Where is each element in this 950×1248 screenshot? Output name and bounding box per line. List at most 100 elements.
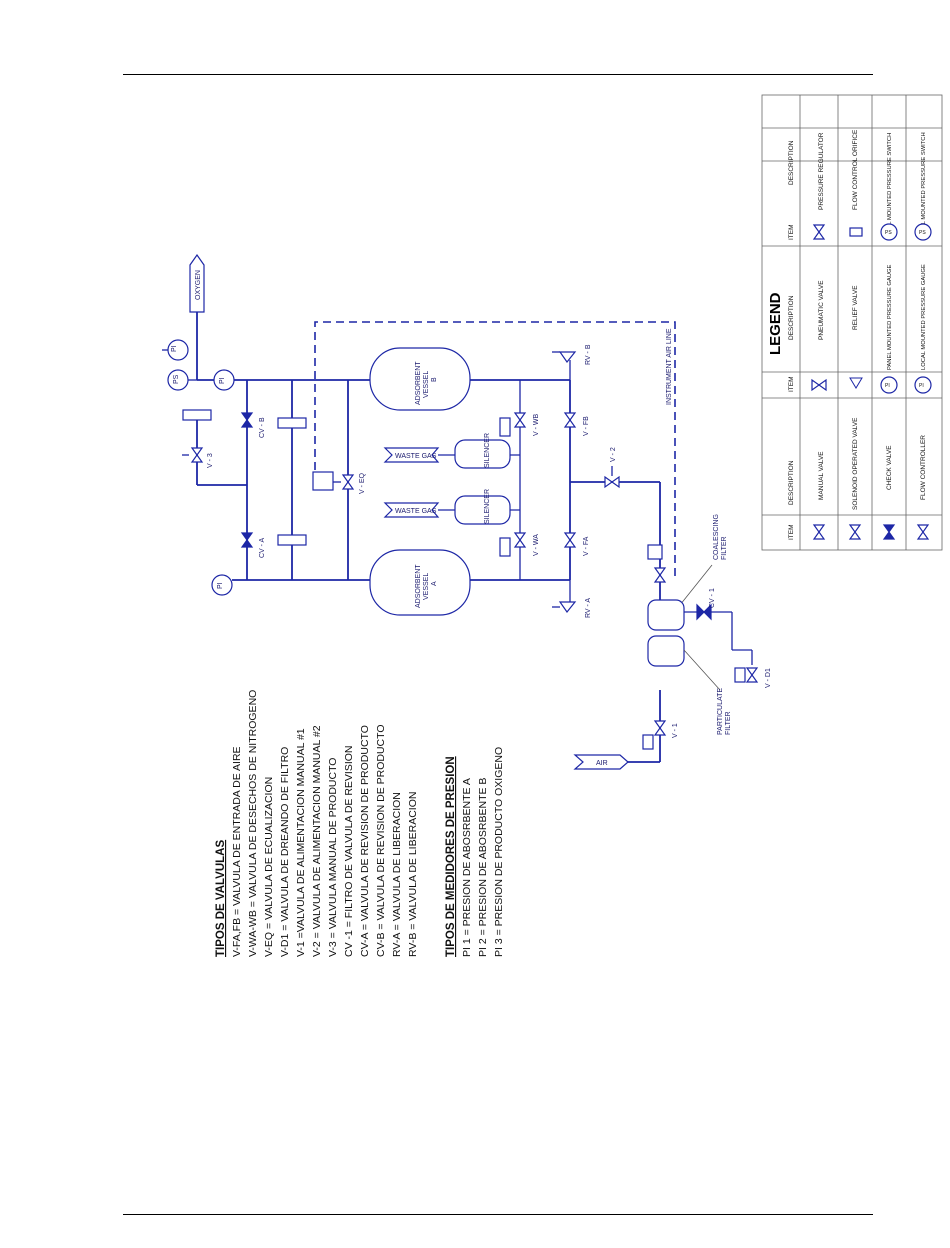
svg-text:PS: PS bbox=[173, 374, 180, 384]
svg-text:PI: PI bbox=[219, 377, 226, 384]
svg-text:ADSORBENT: ADSORBENT bbox=[415, 361, 422, 405]
svg-text:ITEM: ITEM bbox=[788, 224, 795, 240]
svg-text:V-2 = VALVULA DE ALIMENTACION: V-2 = VALVULA DE ALIMENTACION MANUAL #2 bbox=[311, 725, 323, 957]
valve-types-title: TIPOS DE VALVULAS bbox=[215, 840, 227, 957]
svg-text:CV -1 = FILTRO DE VALVULA DE R: CV -1 = FILTRO DE VALVULA DE REVISION bbox=[343, 745, 355, 957]
coalescing-filter-label: COALESCING bbox=[713, 514, 720, 560]
svg-text:V - EQ: V - EQ bbox=[359, 472, 366, 494]
svg-text:VESSEL: VESSEL bbox=[423, 371, 430, 398]
svg-text:V-D1 = VALVULA DE DREANDO DE F: V-D1 = VALVULA DE DREANDO DE FILTRO bbox=[279, 747, 291, 957]
svg-text:PI: PI bbox=[171, 345, 178, 352]
pi1-gauge: PI bbox=[211, 574, 233, 596]
svg-text:FLOW CONTROLLER: FLOW CONTROLLER bbox=[920, 435, 927, 500]
svg-text:PNEUMATIC VALVE: PNEUMATIC VALVE bbox=[818, 280, 825, 340]
svg-text:RELIEF VALVE: RELIEF VALVE bbox=[852, 285, 859, 330]
svg-text:WASTE GAS: WASTE GAS bbox=[395, 453, 437, 460]
particulate-filter-label: PARTICULATE bbox=[717, 688, 724, 735]
svg-text:PS: PS bbox=[885, 230, 892, 236]
pi3-gauge: PI bbox=[162, 339, 189, 361]
v-wb-valve: V - WB bbox=[499, 412, 540, 437]
svg-text:PANEL MOUNTED PRESSURE GAUGE: PANEL MOUNTED PRESSURE GAUGE bbox=[887, 265, 893, 370]
svg-text:PI: PI bbox=[885, 383, 890, 389]
svg-text:LOCAL MOUNTED PRESSURE SWITCH: LOCAL MOUNTED PRESSURE SWITCH bbox=[921, 132, 927, 240]
svg-text:V-FA,FB = VALVULA DE ENTRADA D: V-FA,FB = VALVULA DE ENTRADA DE AIRE bbox=[231, 746, 243, 957]
particulate-filter bbox=[647, 635, 685, 667]
v-fa-valve: V - FA bbox=[564, 532, 590, 556]
svg-text:RV - B: RV - B bbox=[585, 344, 592, 365]
svg-text:CV - B: CV - B bbox=[259, 417, 266, 438]
flow-orifice-top bbox=[182, 409, 212, 421]
top-rule bbox=[123, 74, 873, 75]
svg-text:ITEM: ITEM bbox=[788, 376, 795, 392]
svg-text:PS: PS bbox=[919, 230, 926, 236]
svg-text:CV-A = VALVULA DE REVISION DE: CV-A = VALVULA DE REVISION DE PRODUCTO bbox=[359, 725, 371, 957]
oxygen-label: OXYGEN bbox=[195, 270, 202, 300]
svg-text:CV - 1: CV - 1 bbox=[709, 588, 716, 608]
svg-text:PI 1 = PRESION DE ABOSRBENTE A: PI 1 = PRESION DE ABOSRBENTE A bbox=[461, 778, 473, 957]
svg-text:PANEL MOUNTED PRESSURE SWITCH: PANEL MOUNTED PRESSURE SWITCH bbox=[887, 133, 893, 240]
svg-text:DESCRIPTION: DESCRIPTION bbox=[788, 295, 795, 340]
vessel-a: ADSORBENT VESSEL A bbox=[369, 549, 471, 616]
svg-text:V-EQ = VALVULA DE ECUALIZACION: V-EQ = VALVULA DE ECUALIZACION bbox=[263, 777, 275, 957]
v-fb-valve: V - FB bbox=[564, 412, 590, 436]
silencer-b: SILENCER bbox=[454, 433, 511, 469]
svg-text:CV-B = VALVULA DE REVISION DE: CV-B = VALVULA DE REVISION DE PRODUCTO bbox=[375, 724, 387, 957]
pi2-gauge: PI bbox=[213, 369, 235, 391]
svg-text:PRESSURE REGULATOR: PRESSURE REGULATOR bbox=[818, 132, 825, 210]
svg-text:CV - A: CV - A bbox=[259, 537, 266, 558]
bottom-rule bbox=[123, 1214, 873, 1215]
svg-text:ITEM: ITEM bbox=[788, 524, 795, 540]
waste-gas-b: WASTE GAS WASTE GAS bbox=[383, 447, 455, 463]
cv1-check-valve: CV - 1 bbox=[696, 588, 716, 621]
vessel-b: ADSORBENT VESSEL B bbox=[369, 347, 471, 411]
svg-text:FLOW CONTROL ORIFICE: FLOW CONTROL ORIFICE bbox=[852, 129, 859, 210]
svg-text:V - WA: V - WA bbox=[533, 534, 540, 556]
svg-text:V-3 = VALVULA MANUAL DE PRODUC: V-3 = VALVULA MANUAL DE PRODUCTO bbox=[327, 758, 339, 957]
v2-valve: V - 2 bbox=[604, 447, 620, 488]
svg-text:DESCRIPTION: DESCRIPTION bbox=[788, 140, 795, 185]
gauge-types-notes: TIPOS DE MEDIDORES DE PRESION PI 1 = PRE… bbox=[445, 747, 505, 957]
svg-text:AIR: AIR bbox=[596, 760, 608, 767]
svg-text:SILENCER: SILENCER bbox=[484, 433, 491, 468]
svg-text:PI: PI bbox=[919, 383, 924, 389]
v-wa-valve: V - WA bbox=[499, 532, 540, 557]
legend-title: LEGEND bbox=[767, 292, 784, 355]
flow-orifice-low bbox=[277, 534, 307, 546]
v1-valve: V - 1 bbox=[642, 720, 679, 750]
svg-text:DESCRIPTION: DESCRIPTION bbox=[788, 460, 795, 505]
svg-text:PI 3 = PRESION DE PRODUCTO OXI: PI 3 = PRESION DE PRODUCTO OXIGENO bbox=[493, 747, 505, 957]
ps1-switch: PS bbox=[167, 369, 197, 391]
svg-text:V - 3: V - 3 bbox=[207, 453, 214, 468]
svg-text:V - D1: V - D1 bbox=[765, 668, 772, 688]
coalescing-filter-label-2: FILTER bbox=[721, 536, 728, 560]
gauge-types-title: TIPOS DE MEDIDORES DE PRESION bbox=[445, 756, 457, 957]
valve-types-notes: TIPOS DE VALVULAS V-FA,FB = VALVULA DE E… bbox=[215, 690, 419, 957]
svg-text:VESSEL: VESSEL bbox=[423, 573, 430, 600]
svg-text:V - WB: V - WB bbox=[533, 414, 540, 436]
v-d1-valve: V - D1 bbox=[734, 667, 772, 688]
svg-text:A: A bbox=[431, 581, 438, 586]
svg-text:V-WA-WB = VALVULA DE DESECHOS: V-WA-WB = VALVULA DE DESECHOS DE NITROGE… bbox=[247, 690, 259, 957]
waste-gas-a: WASTE GAS bbox=[383, 502, 455, 518]
svg-text:RV-A = VALVULA DE LIBERACION: RV-A = VALVULA DE LIBERACION bbox=[391, 792, 403, 957]
svg-text:WASTE GAS: WASTE GAS bbox=[395, 508, 437, 515]
cv-b-check-valve: CV - B bbox=[241, 412, 266, 438]
v-eq-valve: V - EQ bbox=[312, 471, 366, 494]
svg-text:LOCAL MOUNTED PRESSURE GAUGE: LOCAL MOUNTED PRESSURE GAUGE bbox=[921, 264, 927, 370]
coalescing-filter bbox=[647, 599, 685, 631]
svg-text:V - FB: V - FB bbox=[583, 416, 590, 436]
flow-orifice-mid bbox=[277, 417, 307, 429]
svg-text:V - 2: V - 2 bbox=[610, 447, 617, 462]
rv-b-relief: RV - B bbox=[552, 344, 592, 365]
svg-text:PI 2 = PRESION DE ABOSRBENTE B: PI 2 = PRESION DE ABOSRBENTE B bbox=[477, 778, 489, 957]
svg-text:V-1 =VALVULA DE ALIMENTACION M: V-1 =VALVULA DE ALIMENTACION MANUAL #1 bbox=[295, 728, 307, 957]
flow-controller-valve bbox=[647, 544, 666, 583]
cv-a-check-valve: CV - A bbox=[241, 532, 266, 558]
air-inlet: AIR bbox=[573, 754, 629, 770]
oxygen-outlet: OXYGEN bbox=[189, 253, 205, 313]
svg-text:B: B bbox=[431, 377, 438, 382]
silencer-a: SILENCER bbox=[454, 489, 511, 525]
svg-text:SOLENOID OPERATED VALVE: SOLENOID OPERATED VALVE bbox=[852, 417, 859, 510]
v3-valve: V - 3 bbox=[182, 447, 214, 468]
